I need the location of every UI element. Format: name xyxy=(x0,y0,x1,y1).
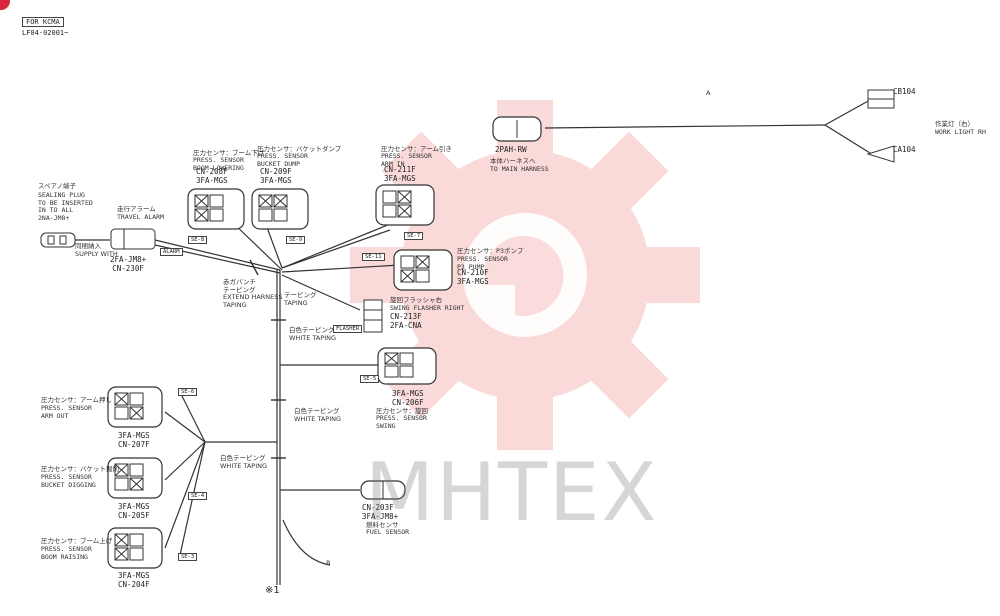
bucket-digging-en: PRESS. SENSOR BUCKET DIGGING xyxy=(41,473,96,489)
boom-lowering-tag: SE-8 xyxy=(188,236,208,244)
corner-badge xyxy=(0,0,10,10)
main-harness-code: 2PAH-RW xyxy=(495,145,527,154)
main-harness-jp: 本体ハーネスへ xyxy=(490,157,536,165)
swing-sensor xyxy=(377,347,437,385)
boom-lowering-sensor xyxy=(187,188,245,230)
footnote-mark: ※1 xyxy=(265,585,280,596)
swing-flasher-connector xyxy=(363,299,383,333)
ca104-connector xyxy=(866,145,895,163)
arm-out-sensor xyxy=(107,386,163,428)
boom-raising-code: 3FA-MGS CN-204F xyxy=(118,571,150,589)
sealing-plug-en: SEALING PLUG TO BE INSERTED IN TO ALL 2N… xyxy=(38,191,93,222)
travel-alarm-jp: 走行アラーム xyxy=(117,205,156,213)
swing-tag: SE-5 xyxy=(360,375,380,383)
taping-label: テーピング TAPING xyxy=(284,291,317,307)
swing-jp: 圧力センサ：旋回 xyxy=(376,407,428,415)
p3-pump-code: CN-210F 3FA-MGS xyxy=(457,268,489,286)
arm-in-en: PRESS. SENSOR ARM IN xyxy=(381,152,432,168)
work-light-jp: 作業灯（右） xyxy=(935,120,974,128)
fuel-sensor-jp: 燃料センサ xyxy=(366,521,399,529)
swing-en: PRESS. SENSOR SWING xyxy=(376,414,427,430)
ca104-code: CA104 xyxy=(893,145,916,154)
bucket-digging-jp: 圧力センサ：バケット掘削 xyxy=(41,465,119,473)
boom-lowering-jp: 圧力センサ：ブーム下げ xyxy=(193,149,265,157)
travel-alarm-connector xyxy=(110,228,156,250)
travel-alarm-tag: ALARM xyxy=(160,248,183,256)
white-taping-1: 白色テーピング WHITE TAPING xyxy=(289,326,337,342)
arm-in-sensor xyxy=(375,184,435,226)
boom-lowering-en: PRESS. SENSOR BOOM LOWERING xyxy=(193,156,244,172)
boom-raising-en: PRESS. SENSOR BOOM RAISING xyxy=(41,545,92,561)
bucket-digging-tag: SE-4 xyxy=(188,492,208,500)
arm-out-en: PRESS. SENSOR ARM OUT xyxy=(41,404,92,420)
p3-pump-jp: 圧力センサ：P3ポンプ xyxy=(457,247,524,255)
bucket-dump-en: PRESS. SENSOR BUCKET DUMP xyxy=(257,152,308,168)
arm-out-code: 3FA-MGS CN-207F xyxy=(118,431,150,449)
arm-in-jp: 圧力センサ：アーム引き xyxy=(381,145,452,153)
p3-pump-en: PRESS. SENSOR P3 PUMP xyxy=(457,255,508,271)
swing-code: 3FA-MGS CN-206F xyxy=(392,389,424,407)
bucket-digging-sensor xyxy=(107,457,163,499)
swing-flasher-code: CN-213F 2FA-CNA xyxy=(390,312,422,330)
bucket-dump-jp: 圧力センサ：バケットダンプ xyxy=(257,145,342,153)
cb104-connector xyxy=(867,89,895,109)
p3-pump-sensor xyxy=(393,249,453,291)
sealing-plug-connector xyxy=(40,232,76,248)
arm-in-tag: SE-7 xyxy=(404,232,424,240)
fuel-sensor-en: FUEL SENSOR xyxy=(366,528,410,536)
arm-in-code: CN-211F 3FA-MGS xyxy=(384,165,416,183)
watermark-text: MHTEX xyxy=(365,446,659,539)
main-harness-en: TO MAIN HARNESS xyxy=(490,165,549,173)
bucket-dump-code: CN-209F 3FA-MGS xyxy=(260,167,292,185)
bucket-dump-tag: SE-9 xyxy=(286,236,306,244)
kcma-tag: FOR KCMA xyxy=(22,17,64,27)
leader-a: A xyxy=(706,89,711,97)
bucket-digging-code: 3FA-MGS CN-205F xyxy=(118,502,150,520)
arm-out-jp: 圧力センサ：アーム押し xyxy=(41,396,112,404)
travel-alarm-code: 2FA-JM8+ CN-230F xyxy=(110,255,147,273)
extend-taping-label: 赤ガバンチ テーピング EXTEND HARNESS TAPING xyxy=(223,278,283,309)
work-light-en: WORK LIGHT RH xyxy=(935,128,986,136)
boom-raising-jp: 圧力センサ：ブーム上げ xyxy=(41,537,113,545)
fuel-sensor-connector xyxy=(360,480,406,500)
white-taping-3: 白色テーピング WHITE TAPING xyxy=(220,454,268,470)
white-taping-2: 白色テーピング WHITE TAPING xyxy=(294,407,342,423)
sealing-plug-jp: スペアノ端子 xyxy=(38,182,76,190)
swing-flasher-jp: 旋回フラッシャ右 xyxy=(390,296,442,304)
boom-raising-tag: SE-3 xyxy=(178,553,198,561)
swing-flasher-tag: FLASHER xyxy=(333,325,363,333)
leader-b: B xyxy=(326,559,331,567)
travel-alarm-en: TRAVEL ALARM xyxy=(117,213,164,221)
arm-out-tag: SE-6 xyxy=(178,388,198,396)
swing-flasher-en: SWING FLASHER RIGHT xyxy=(390,304,465,312)
supply-with-note: 同梱納入 SUPPLY WITH xyxy=(75,242,118,258)
serial-number: LF04-02001~ xyxy=(22,29,69,37)
bucket-dump-sensor xyxy=(251,188,309,230)
cb104-code: CB104 xyxy=(893,87,916,96)
boom-lowering-code: CN-208F 3FA-MGS xyxy=(196,167,228,185)
main-harness-connector xyxy=(492,116,542,142)
fuel-sensor-code: CN-203F 3FA-JM8+ xyxy=(362,503,399,521)
p3-pump-tag: SE-11 xyxy=(362,253,385,261)
boom-raising-sensor xyxy=(107,527,163,569)
